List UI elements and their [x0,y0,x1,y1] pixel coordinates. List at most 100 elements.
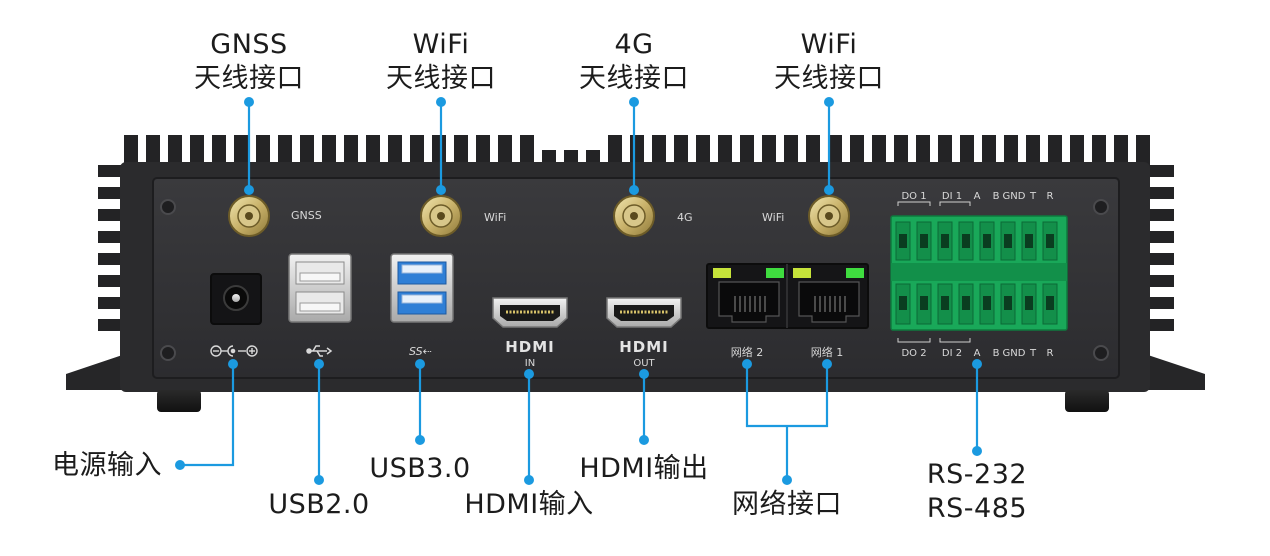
terminal-pin-hole [1025,234,1033,248]
gnss-callout-line2: 天线接口 [194,63,304,94]
lte-callout-line1: 4G [614,29,654,60]
panel-screws [160,199,1109,361]
serial-callout-line2: RS-485 [926,493,1028,524]
hdmi-out-panel-label: OUT [633,358,655,369]
power-input-callout: 电源输入 [52,450,162,481]
terminal-pin-hole [1046,234,1054,248]
terminal-top-label-0: DO 1 [901,191,926,202]
hdmi-out-callout: HDMI输出 [579,453,709,484]
terminal-top-label-5: T [1029,191,1037,202]
callout-pointers [180,102,979,480]
usb3-callout: USB3.0 [369,453,471,484]
heatsink-side-fin [98,187,122,199]
callout-pointer-dots [175,97,982,485]
terminal-pin-hole [1025,296,1033,310]
lan-port-2 [713,268,784,323]
terminal-pin-hole [899,296,907,310]
terminal-bottom-label-3: B [993,348,1000,359]
lan-port-1 [793,268,864,323]
hdmi-out-port [606,297,682,328]
terminal-brackets [897,201,971,343]
heatsink-side-fin [1150,187,1174,199]
heatsink-side-fin [98,165,122,177]
foot-left [157,390,201,412]
lan2-panel-label: 网络 2 [731,345,764,359]
gnss-callout-line1: GNSS [210,29,288,60]
terminal-pin-hole [1046,296,1054,310]
lte-antenna-connector [613,195,655,237]
hdmi-in-panel-label: IN [525,358,535,369]
heatsink-side-fin [98,297,122,309]
terminal-block [890,215,1068,331]
terminal-pin-hole [1004,296,1012,310]
lte-callout-line2: 天线接口 [579,63,689,94]
wifi-left-callout-line1: WiFi [412,29,470,60]
heatsink-side-fin [98,319,122,331]
heatsink-side-fin [98,231,122,243]
gnss-panel-label: GNSS [291,209,322,222]
terminal-pin-hole [941,296,949,310]
foot-right [1065,390,1109,412]
terminal-pin-hole [941,234,949,248]
lte-antenna-callout: 4G 天线接口 [564,28,704,96]
terminal-pin-hole [962,234,970,248]
terminal-bottom-label-5: T [1029,348,1037,359]
power-polarity-icon [210,345,258,357]
usb2-ports [288,253,352,323]
terminal-bottom-label-4: GND [1003,348,1026,359]
terminal-pin-hole [899,234,907,248]
dc-power-jack [210,273,262,325]
wifi-right-callout-line2: 天线接口 [774,63,884,94]
wifi-left-callout-line2: 天线接口 [386,63,496,94]
terminal-top-label-2: A [974,191,981,202]
wifi-left-antenna-callout: WiFi 天线接口 [371,28,511,96]
wifi-left-panel-label: WiFi [484,211,506,224]
heatsink-side-fin [1150,275,1174,287]
heatsink-side-fin [1150,165,1174,177]
terminal-top-label-3: B [993,191,1000,202]
wifi-right-antenna-connector [808,195,850,237]
front-panel [152,177,1120,379]
heatsink-side-fin [98,275,122,287]
terminal-top-label-6: R [1047,191,1054,202]
lan1-panel-label: 网络 1 [811,345,844,359]
hdmi-out-logo: HDMI [619,338,669,356]
wifi-right-panel-label: WiFi [762,211,784,224]
terminal-pin-hole [962,296,970,310]
terminal-bottom-label-2: A [974,348,981,359]
wifi-right-callout-line1: WiFi [800,29,858,60]
gnss-antenna-connector [228,195,270,237]
heatsink-side-fin [1150,297,1174,309]
terminal-pin-hole [1004,234,1012,248]
terminal-pin-hole [920,234,928,248]
hdmi-in-callout: HDMI输入 [464,489,594,520]
usb-icon [306,345,333,357]
serial-callout: RS-232 RS-485 [917,458,1037,526]
terminal-bottom-label-6: R [1047,348,1054,359]
network-callout: 网络接口 [732,489,842,520]
serial-callout-line1: RS-232 [926,459,1028,490]
heatsink-side-fin [1150,253,1174,265]
usb3-ports [390,253,454,323]
terminal-pin-hole [983,234,991,248]
terminal-bottom-label-1: DI 2 [942,348,962,359]
heatsink-side-fin [1150,209,1174,221]
wifi-right-antenna-callout: WiFi 天线接口 [759,28,899,96]
heatsink-side-fin [98,209,122,221]
hdmi-in-logo: HDMI [505,338,555,356]
usb2-callout: USB2.0 [268,489,370,520]
terminal-top-label-1: DI 1 [942,191,962,202]
terminal-top-label-4: GND [1003,191,1026,202]
terminal-bottom-label-0: DO 2 [901,348,926,359]
terminal-pin-hole [983,296,991,310]
usb3-superspeed-mark: SS⇠ [409,345,432,358]
hdmi-in-port [492,297,568,328]
heatsink-side-fin [1150,319,1174,331]
lte-panel-label: 4G [677,211,693,224]
terminal-pin-hole [920,296,928,310]
gnss-antenna-callout: GNSS 天线接口 [179,28,319,96]
wifi-left-antenna-connector [420,195,462,237]
